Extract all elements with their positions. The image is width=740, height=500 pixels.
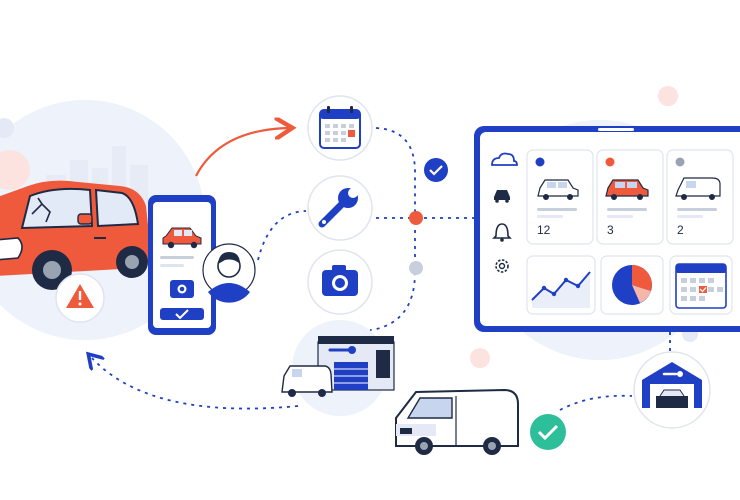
check-icon — [424, 158, 448, 182]
connector-lines — [257, 127, 671, 411]
camera-icon — [322, 265, 358, 296]
vehicle-count: 2 — [677, 223, 684, 237]
van-thumbnail — [675, 177, 721, 200]
cloud-icon[interactable] — [491, 152, 518, 166]
car-thumbnail — [537, 179, 579, 200]
garage-step — [633, 351, 711, 429]
calendar-step[interactable] — [307, 95, 373, 161]
node-active — [409, 211, 423, 225]
vehicle-card[interactable] — [526, 149, 594, 245]
pie-chart-card[interactable] — [600, 255, 664, 315]
check-icon — [530, 414, 566, 450]
phone-camera-button[interactable] — [170, 280, 194, 298]
return-arrow — [92, 358, 299, 410]
service-van-small — [281, 365, 333, 397]
vehicle-card[interactable] — [666, 149, 734, 245]
warning-icon — [55, 273, 105, 323]
calendar-card[interactable] — [669, 255, 733, 315]
bg-dot — [0, 118, 14, 138]
wrench-icon — [318, 188, 358, 228]
bg-dot — [0, 150, 30, 190]
damaged-car — [0, 180, 151, 290]
flow-arrow-red — [195, 128, 288, 177]
bg-dot — [470, 348, 490, 368]
car-icon[interactable] — [494, 190, 510, 203]
node-inactive — [409, 261, 423, 275]
vehicle-card[interactable] — [596, 149, 664, 245]
garage-icon — [317, 336, 395, 391]
vehicle-count: 12 — [537, 223, 551, 237]
workshop-step — [281, 320, 395, 416]
repair-step[interactable] — [307, 175, 373, 241]
smartphone — [148, 195, 216, 335]
car-thumbnail — [162, 227, 202, 249]
trend-chart-card[interactable] — [526, 255, 596, 315]
status-dot — [675, 157, 685, 167]
car-thumbnail — [605, 179, 649, 200]
avatar — [202, 243, 256, 303]
photo-step[interactable] — [307, 249, 373, 315]
delivery-van — [395, 388, 519, 455]
phone-confirm-button[interactable] — [160, 308, 204, 320]
status-dot — [535, 157, 545, 167]
vehicle-count: 3 — [607, 223, 614, 237]
bg-dot — [658, 86, 678, 106]
status-dot — [605, 157, 615, 167]
bell-icon[interactable] — [492, 223, 512, 242]
calendar-icon — [319, 106, 361, 149]
gear-icon[interactable] — [495, 259, 509, 273]
